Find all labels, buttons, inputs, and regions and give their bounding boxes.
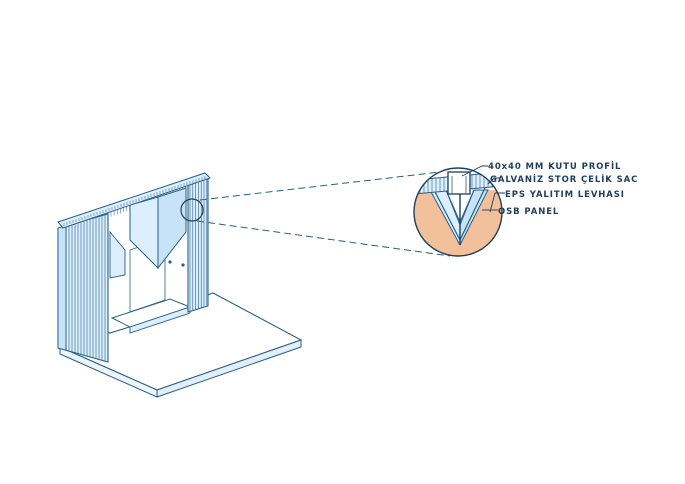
insulation-v-panel xyxy=(129,187,187,270)
right-wall-column xyxy=(187,175,209,313)
left-wall-panel xyxy=(57,213,109,363)
detail-marker-circle xyxy=(180,198,204,222)
bench xyxy=(110,298,192,334)
zoom-line-bottom xyxy=(196,220,451,257)
fixture-dot xyxy=(168,260,172,264)
label-galvanized-steel: GALVANİZ STOR ÇELİK SAC xyxy=(490,174,638,185)
label-osb-panel: OSB PANEL xyxy=(498,207,559,217)
leader-line-eps xyxy=(489,192,505,213)
top-beam xyxy=(57,172,211,229)
gable-element xyxy=(109,230,126,279)
floor-slab xyxy=(58,292,303,398)
label-eps-insulation: EPS YALITIM LEVHASI xyxy=(505,190,625,200)
fixture-dot xyxy=(181,263,185,267)
box-profile xyxy=(447,171,471,195)
leader-line-profile xyxy=(461,165,488,177)
zoom-line-top xyxy=(199,171,441,201)
label-box-profile: 40x40 MM KUTU PROFİL xyxy=(488,161,621,172)
leader-line-steel xyxy=(487,177,500,185)
